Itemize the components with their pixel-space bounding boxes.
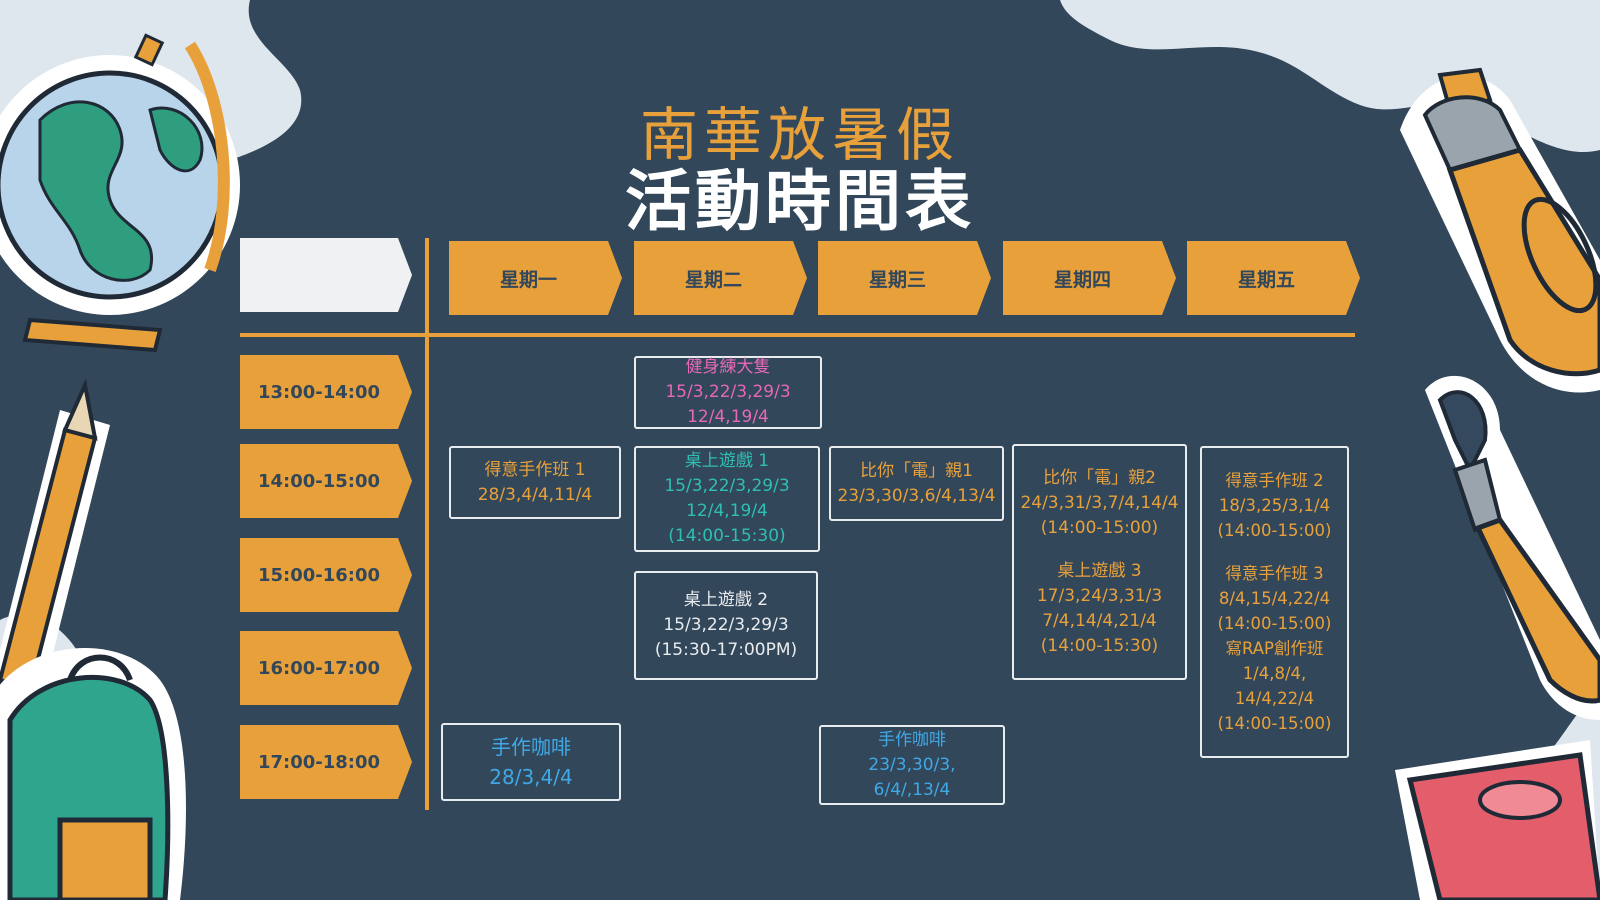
activity-line: 24/3,31/3,7/4,14/4: [1020, 492, 1179, 513]
day-header-fri: 星期五: [1187, 241, 1360, 315]
activity-line: 得意手作班 1: [484, 459, 586, 480]
time-slot-16: 16:00-17:00: [240, 631, 412, 705]
activity-line: 7/4,14/4,21/4: [1042, 610, 1157, 631]
book-icon: [1395, 740, 1600, 900]
day-header-thu: 星期四: [1003, 241, 1176, 315]
activity-line: (14:00-15:30): [668, 526, 786, 546]
activity-line: 桌上遊戲 1: [684, 451, 770, 471]
title-line-1: 南華放暑假: [639, 101, 960, 169]
title-line-2: 活動時間表: [625, 163, 975, 240]
header-divider: [240, 333, 1355, 337]
time-slot-14: 14:00-15:00: [240, 444, 412, 518]
activity-line: (14:00-15:30): [1040, 635, 1159, 656]
activity-tue-fitness: 健身練大隻 15/3,22/3,29/3 12/4,19/4: [634, 356, 822, 429]
activity-line: 得意手作班 3: [1225, 564, 1324, 583]
activity-line: 28/3,4/4,11/4: [477, 484, 593, 505]
activity-line: (14:00-15:00): [1217, 714, 1332, 733]
activity-line: 寫RAP創作班: [1225, 639, 1324, 658]
activity-line: 28/3,4/4: [489, 765, 573, 789]
activity-line: 23/3,30/3,: [868, 754, 956, 775]
activity-line: 14/4,22/4: [1234, 689, 1315, 708]
activity-line: 得意手作班 2: [1225, 471, 1324, 490]
activity-line: 比你「電」親2: [1043, 467, 1156, 488]
corner-header-blank: [240, 238, 412, 312]
activity-line: 1/4,8/4,: [1242, 664, 1307, 683]
activity-fri-combo: 得意手作班 2 18/3,25/3,1/4 (14:00-15:00) 得意手作班 3…: [1200, 446, 1349, 758]
time-slot-13: 13:00-14:00: [240, 355, 412, 429]
activity-line: 桌上遊戲 2: [683, 590, 769, 610]
activity-tue-board1: 桌上遊戲 1 15/3,22/3,29/3 12/4,19/4 (14:00-15:3…: [634, 446, 820, 552]
day-header-tue: 星期二: [634, 241, 807, 315]
activity-line: 17/3,24/3,31/3: [1036, 585, 1163, 606]
activity-line: 15/3,22/3,29/3: [663, 615, 789, 635]
activity-wed-coffee: 手作咖啡 23/3,30/3, 6/4/,13/4: [819, 725, 1005, 805]
activity-line: 桌上遊戲 3: [1057, 560, 1142, 581]
activity-line: 15/3,22/3,29/3: [665, 382, 791, 402]
paintbrush-icon: [1425, 375, 1600, 720]
activity-line: 手作咖啡: [878, 729, 946, 750]
activity-mon-coffee: 手作咖啡 28/3,4/4: [441, 723, 621, 801]
activity-wed-elec1: 比你「電」親1 23/3,30/3,6/4,13/4: [829, 446, 1004, 521]
day-header-mon: 星期一: [449, 241, 622, 315]
day-header-wed: 星期三: [818, 241, 991, 315]
activity-mon-craft1: 得意手作班 1 28/3,4/4,11/4: [449, 446, 621, 519]
activity-line: 12/4,19/4: [686, 501, 768, 521]
backpack-icon: [0, 647, 186, 900]
activity-line: 6/4/,13/4: [873, 779, 951, 800]
activity-tue-board2: 桌上遊戲 2 15/3,22/3,29/3 (15:30-17:00PM): [634, 571, 818, 680]
cloud-top-right: [1060, 0, 1600, 152]
time-column-divider: [425, 238, 429, 810]
activity-line: 8/4,15/4,22/4: [1218, 589, 1331, 608]
time-slot-15: 15:00-16:00: [240, 538, 412, 612]
time-slot-17: 17:00-18:00: [240, 725, 412, 799]
activity-line: 18/3,25/3,1/4: [1218, 496, 1331, 515]
activity-line: (14:00-15:00): [1217, 521, 1332, 540]
activity-line: 15/3,22/3,29/3: [664, 476, 790, 496]
activity-thu-combo: 比你「電」親2 24/3,31/3,7/4,14/4 (14:00-15:00) 桌上…: [1012, 444, 1187, 680]
activity-line: 12/4,19/4: [687, 407, 769, 427]
globe-icon: [0, 33, 240, 353]
marker-icon: [1400, 67, 1600, 393]
activity-line: 比你「電」親1: [860, 460, 973, 481]
activity-line: (15:30-17:00PM): [654, 640, 798, 660]
activity-line: (14:00-15:00): [1217, 614, 1332, 633]
activity-line: 健身練大隻: [685, 357, 771, 377]
activity-line: 手作咖啡: [491, 735, 571, 759]
activity-line: (14:00-15:00): [1040, 517, 1159, 538]
activity-line: 23/3,30/3,6/4,13/4: [837, 485, 996, 506]
